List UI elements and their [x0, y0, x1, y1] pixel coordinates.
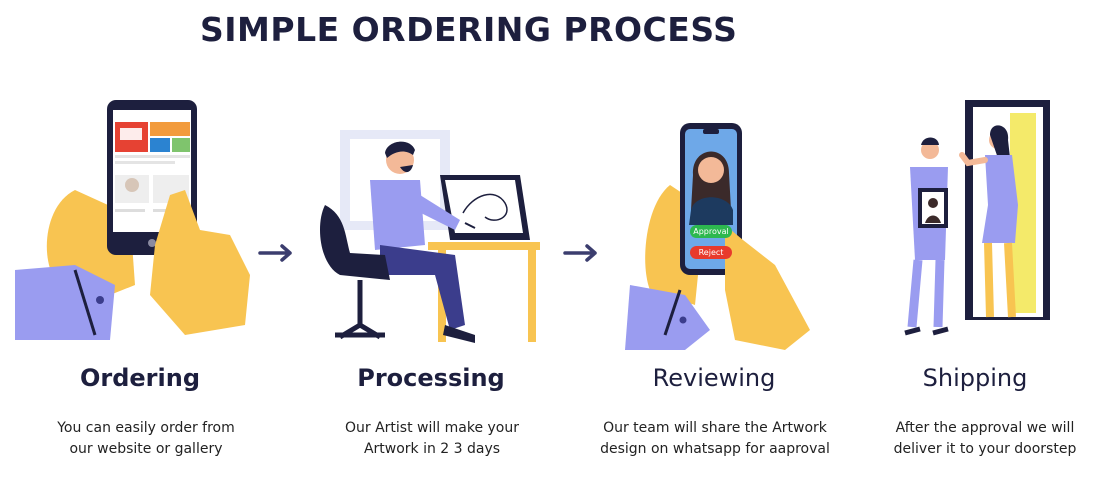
step-desc-line: deliver it to your doorstep	[893, 441, 1077, 457]
step-title-processing: Processing	[357, 364, 505, 392]
step-title-reviewing: Reviewing	[652, 364, 776, 392]
reject-button[interactable]: Reject	[690, 246, 732, 259]
step-desc-line: Our Artist will make your	[345, 420, 519, 436]
step-desc-ordering: You can easily order from our website or…	[11, 418, 281, 460]
step-desc-line: Our team will share the Artwork	[603, 420, 827, 436]
step-desc-line: After the approval we will	[895, 420, 1075, 436]
step-desc-line: Artwork in 2 3 days	[363, 441, 501, 457]
phone-approval-icon: Approval Reject	[625, 115, 825, 350]
step-title-ordering: Ordering	[79, 364, 201, 392]
step-desc-shipping: After the approval we will deliver it to…	[850, 418, 1095, 460]
step-desc-line: our website or gallery	[69, 441, 223, 457]
arrow-right-icon	[258, 244, 292, 262]
step-desc-line: design on whatsapp for aaproval	[600, 441, 830, 457]
page-title: SIMPLE ORDERING PROCESS	[200, 10, 738, 49]
step-desc-processing: Our Artist will make your Artwork in 2 3…	[297, 418, 567, 460]
approve-button[interactable]: Approval	[690, 225, 732, 238]
step-title-shipping: Shipping	[922, 364, 1028, 392]
arrow-right-icon	[563, 244, 597, 262]
step-desc-reviewing: Our team will share the Artwork design o…	[580, 418, 850, 460]
step-desc-line: You can easily order from	[57, 420, 235, 436]
hand-holding-phone-icon	[15, 100, 250, 340]
artist-at-desk-icon	[320, 130, 540, 343]
delivery-doorstep-icon	[904, 100, 1050, 336]
